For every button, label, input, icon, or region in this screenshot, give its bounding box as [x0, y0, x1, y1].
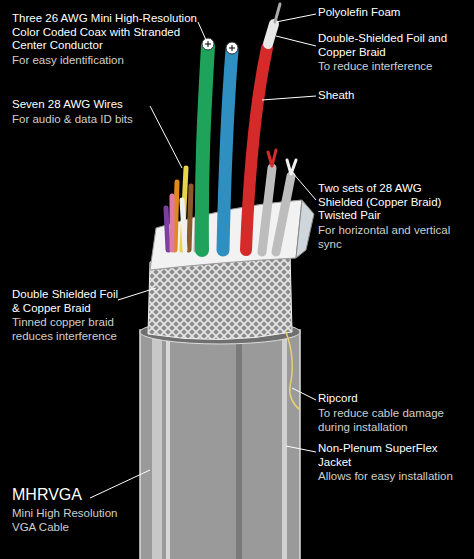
- callout-title: Three 26 AWG Mini High-Resolution Color …: [12, 12, 217, 53]
- callout-note: For audio & data ID bits: [12, 113, 202, 127]
- callout-note: For easy identification: [12, 54, 212, 68]
- callout-note: For horizontal and vertical sync: [318, 224, 458, 251]
- callout-note: Allows for easy installation: [318, 470, 468, 484]
- callout-title: Double-Shielded Foil and Copper Braid: [318, 32, 458, 59]
- cable-description: Mini High Resolution VGA Cable: [12, 507, 137, 534]
- cable-model: MHRVGA: [12, 486, 162, 505]
- callout-title: Two sets of 28 AWG Shielded (Copper Brai…: [318, 182, 468, 223]
- callout-note: Tinned copper braid reduces interference: [12, 316, 132, 343]
- foil-flap: [296, 200, 314, 258]
- callout-note: To reduce cable damage during installati…: [318, 407, 468, 434]
- callout-title: Ripcord: [318, 392, 468, 406]
- callout-note: To reduce interference: [318, 60, 468, 74]
- coax-ends: [202, 38, 238, 54]
- callout-title: Non-Plenum SuperFlex Jacket: [318, 442, 448, 469]
- callout-title: Double Shielded Foil & Copper Braid: [12, 288, 127, 315]
- callout-title: Polyolefin Foam: [318, 6, 468, 20]
- callout-title: Seven 28 AWG Wires: [12, 98, 202, 112]
- ripcord: [286, 332, 300, 410]
- callout-title: Sheath: [318, 89, 468, 103]
- small-wires: [166, 168, 199, 250]
- leader-lines: [90, 14, 316, 498]
- cable-jacket: [140, 320, 300, 559]
- twisted-pairs: [262, 150, 296, 252]
